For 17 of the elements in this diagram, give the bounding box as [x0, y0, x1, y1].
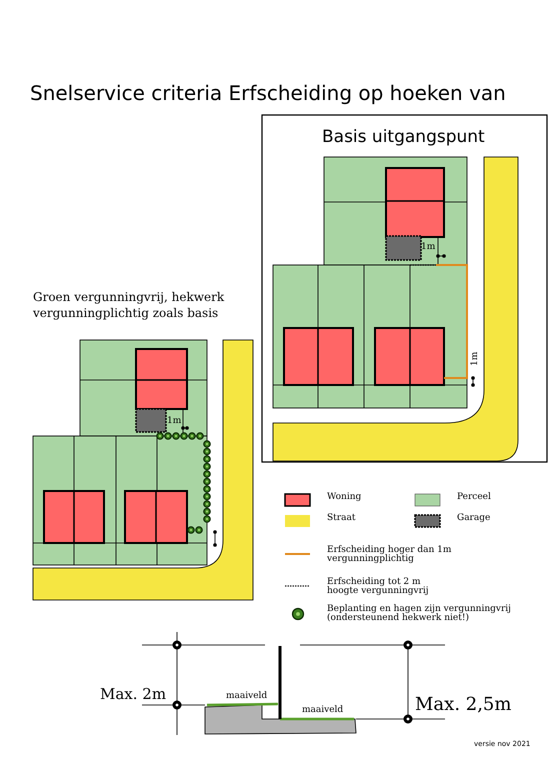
dimension-label: 1m	[471, 352, 481, 366]
legend-label: Erfscheiding tot 2 m hoogte vergunningvrij	[327, 578, 430, 597]
panel-heading: Basis uitgangspunt	[322, 128, 485, 147]
legend-label: Erfscheiding hoger dan 1m vergunningplichtig	[327, 546, 452, 565]
ground-level-label: maaiveld	[226, 692, 268, 702]
legend-label: Woning	[327, 493, 362, 502]
legend-label: Beplanting en hagen zijn vergunningvrij (ondersteunend hekwerk niet!)	[327, 605, 512, 624]
legend-label: Straat	[327, 514, 356, 524]
dimension-label: 1m	[421, 243, 436, 253]
legend-label: Garage	[457, 514, 492, 524]
page-title: Snelservice criteria Erfscheiding op hoeken van	[30, 82, 506, 104]
dimension-label: Max. 2m	[100, 686, 166, 702]
dimension-label: Max. 2,5m	[415, 695, 512, 715]
dimension-label: 1m	[167, 417, 182, 427]
legend-label: Perceel	[457, 493, 492, 502]
ground-level-label: maaiveld	[302, 706, 344, 716]
panel-heading: Groen vergunningvrij, hekwerk vergunningplichtig zoals basis	[33, 289, 226, 322]
